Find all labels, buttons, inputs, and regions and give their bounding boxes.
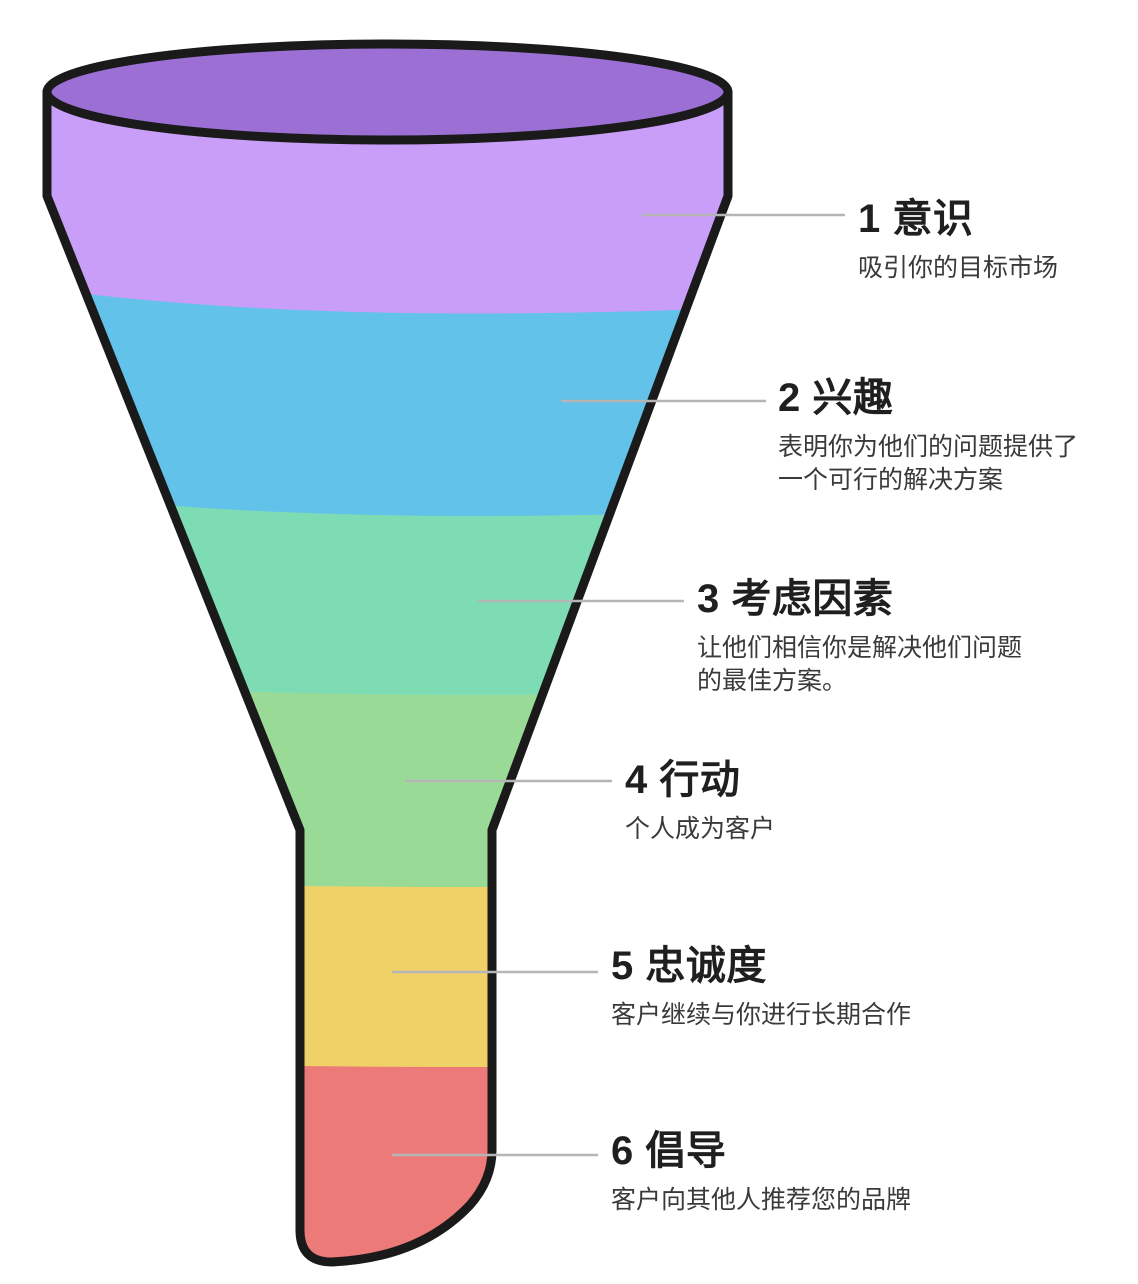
stage-description-interest: 表明你为他们的问题提供了 一个可行的解决方案 <box>778 433 1079 494</box>
stage-label-interest: 2 兴趣 表明你为他们的问题提供了 一个可行的解决方案 <box>778 375 1078 496</box>
stage-description-awareness: 吸引你的目标市场 <box>858 254 1059 283</box>
stage-label-consideration: 3 考虑因素 让他们相信你是解决他们问题 的最佳方案。 <box>697 576 1022 697</box>
stage-description-loyalty: 客户继续与你进行长期合作 <box>611 1001 912 1030</box>
stage-title-awareness: 1 意识 <box>858 197 974 241</box>
funnel-band-consideration <box>47 487 728 705</box>
funnel-band-advocacy <box>47 1058 728 1262</box>
funnel-outline <box>42 87 733 1267</box>
stage-label-loyalty: 5 忠诚度 客户继续与你进行长期合作 <box>611 943 911 1032</box>
stage-description-advocacy: 客户向其他人推荐您的品牌 <box>611 1186 912 1215</box>
funnel-top-cap <box>42 39 733 145</box>
stage-title-interest: 2 兴趣 <box>778 376 894 420</box>
funnel-band-loyalty <box>47 878 728 1076</box>
stage-title-consideration: 3 考虑因素 <box>697 577 894 621</box>
stage-description-action: 个人成为客户 <box>625 815 776 844</box>
stage-label-action: 4 行动 个人成为客户 <box>625 757 775 846</box>
funnel-band-interest <box>47 282 728 530</box>
stage-title-advocacy: 6 倡导 <box>611 1129 727 1173</box>
stage-description-consideration: 让他们相信你是解决他们问题 的最佳方案。 <box>697 634 1023 695</box>
funnel-band-action <box>47 678 728 898</box>
stage-title-loyalty: 5 忠诚度 <box>611 944 767 988</box>
stage-label-awareness: 1 意识 吸引你的目标市场 <box>858 196 1058 285</box>
stage-title-action: 4 行动 <box>625 758 741 802</box>
stage-label-advocacy: 6 倡导 客户向其他人推荐您的品牌 <box>611 1128 911 1217</box>
